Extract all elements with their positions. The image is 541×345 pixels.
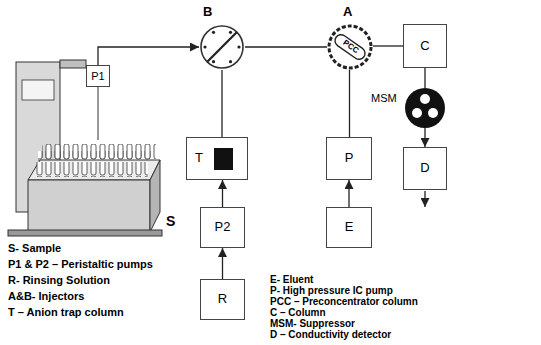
pump-box: P1: [86, 65, 110, 87]
column-box: C: [403, 24, 447, 68]
node-label: T: [195, 151, 203, 165]
key-entry: T – Anion trap column: [8, 306, 124, 318]
key-entry: MSM- Suppressor: [270, 318, 355, 329]
node-label: B: [203, 5, 212, 19]
suppressor-chamber: [420, 94, 430, 104]
detector-box: D: [403, 147, 447, 190]
tube-row: [34, 162, 148, 177]
valve-port: [212, 60, 215, 63]
flow-line: [424, 128, 425, 147]
flow-line: [222, 248, 223, 279]
injector-valve: B: [199, 24, 245, 70]
node-label: S: [166, 214, 175, 229]
node-label: C: [420, 39, 429, 53]
node-label: R: [218, 292, 227, 306]
key-entry: D – Conductivity detector: [270, 329, 391, 340]
flow-line: [98, 47, 199, 65]
outlet-arrow: [424, 191, 425, 207]
key-entry: S- Sample: [8, 242, 61, 254]
sampler-panel: [22, 80, 54, 100]
flow-line: [245, 46, 327, 47]
node-label: MSM: [371, 92, 397, 104]
autosampler: S P1: [10, 55, 185, 240]
valve-port: [212, 31, 215, 34]
rack-side: [150, 160, 160, 232]
rack-top: [28, 160, 160, 180]
suppressor-chamber: [412, 108, 422, 118]
valve-body: [329, 26, 371, 68]
suppressor-body: [405, 88, 445, 128]
pump-box: P2: [200, 207, 245, 248]
key-entry: P1 & P2 – Peristaltic pumps: [8, 258, 153, 270]
pump-box: P: [326, 137, 372, 180]
key-entry: R- Rinsing Solution: [8, 274, 110, 286]
node-label: D: [420, 161, 429, 175]
reservoir-box: E: [326, 207, 372, 248]
node-label: P2: [215, 220, 231, 234]
trap-column-box: T: [186, 137, 248, 180]
key-entry: PCC – Preconcentrator column: [270, 296, 418, 307]
valve-port: [229, 31, 232, 34]
connector-group: [98, 46, 425, 279]
key-entry: E- Eluent: [270, 274, 313, 285]
key-entry: P- High pressure IC pump: [270, 285, 393, 296]
node-label: P1: [91, 70, 104, 82]
valve-channel: [207, 32, 236, 61]
valve-port: [229, 60, 232, 63]
flow-line: [424, 68, 425, 88]
injector-valve: APCC: [327, 24, 373, 70]
flow-line: [221, 70, 222, 137]
suppressor-disc: MSM: [405, 88, 445, 128]
valve-body: [201, 26, 243, 68]
suppressor-disc-outline: [405, 88, 445, 128]
node-label: A: [343, 5, 352, 19]
flow-line: [373, 45, 403, 46]
valve-port: [203, 45, 206, 48]
valve-port: [237, 45, 240, 48]
sampler-base: [8, 230, 162, 236]
rack-front: [28, 180, 150, 232]
key-entry: C – Column: [270, 307, 326, 318]
reservoir-box: R: [200, 279, 245, 320]
flow-line: [349, 70, 350, 137]
node-label: E: [345, 220, 354, 234]
preconcentrator-column: [333, 32, 368, 61]
key-entry: A&B- Injectors: [8, 290, 84, 302]
sampler-arm: [60, 60, 86, 68]
sampler-needle: [98, 87, 99, 140]
node-label: P: [345, 151, 354, 165]
suppressor-chamber: [428, 108, 438, 118]
trap-cartridge: [214, 148, 233, 170]
injector-valve-outline: [199, 24, 245, 70]
flow-line: [348, 180, 349, 207]
flow-line: [222, 180, 223, 207]
